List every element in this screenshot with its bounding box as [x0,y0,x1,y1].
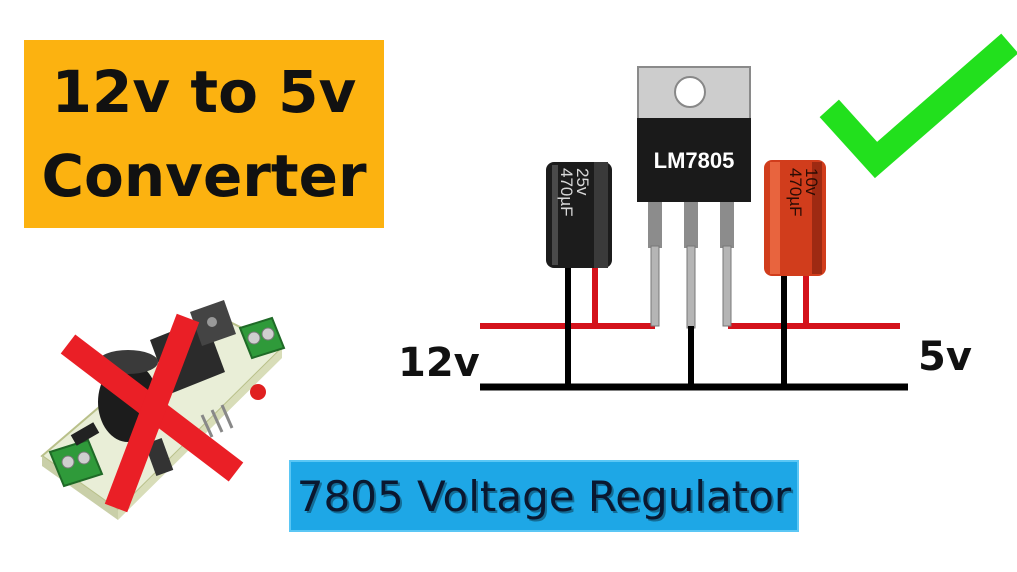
title-line-2: Converter [41,142,367,210]
cap-in-capacitance: 470µF [557,168,576,217]
output-capacitor: 470µF 10v [764,160,826,276]
output-voltage-label: 5v [918,334,972,380]
regulator-label: LM7805 [654,148,735,173]
cap-out-voltage: 10v [802,168,821,196]
red-cross-icon [60,313,244,513]
lm7805-regulator: LM7805 [637,66,751,202]
banner-text: 7805 Voltage Regulator [296,472,792,521]
input-voltage-label: 12v [398,340,480,386]
regulator-legs [648,198,734,329]
title-box: 12v to 5v Converter [24,40,384,228]
cap-out-capacitance: 470µF [786,168,805,217]
title-line-1: 12v to 5v [51,58,357,126]
check-mark-icon [819,33,1017,179]
regulator-mount-hole [674,76,706,108]
terminal-block-left [48,438,104,488]
led [250,384,266,400]
input-capacitor: 25v 470µF [546,162,612,268]
cap-in-voltage: 25v [573,168,592,196]
terminal-block-right [238,316,286,360]
banner: 7805 Voltage Regulator [289,460,799,532]
